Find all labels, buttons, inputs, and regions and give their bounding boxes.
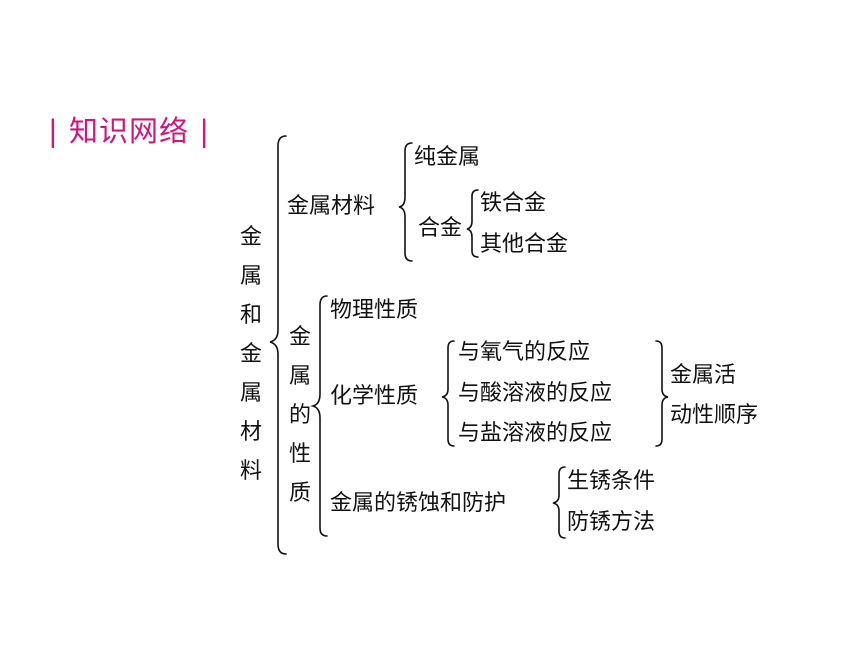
pure-metal-label: 纯金属 [414, 145, 481, 170]
chemical-item: 与氧气的反应 [458, 340, 591, 365]
chemical-item: 与酸溶液的反应 [458, 381, 613, 406]
property-label: 金属的性质 [288, 325, 311, 506]
alloy-brace [466, 189, 479, 258]
chemical-brace [441, 340, 455, 447]
alloy-label: 合金 [418, 216, 463, 241]
section-title: | 知识网络 | [48, 114, 210, 148]
corrosion-item: 生锈条件 [567, 469, 656, 494]
physical-property-label: 物理性质 [330, 298, 419, 323]
corrosion-label: 金属的锈蚀和防护 [330, 491, 507, 516]
corrosion-brace [552, 466, 566, 539]
activity-series-line1: 金属活 [670, 363, 737, 388]
chemical-property-label: 化学性质 [330, 384, 419, 409]
corrosion-item: 防锈方法 [567, 510, 656, 535]
property-brace [310, 295, 328, 537]
chemical-item: 与盐溶液的反应 [458, 421, 613, 446]
activity-brace [655, 340, 669, 447]
root-brace [269, 135, 287, 555]
alloy-item: 铁合金 [480, 191, 547, 216]
root-label: 金属和金属材料 [239, 225, 262, 484]
activity-series-line2: 动性顺序 [670, 403, 759, 428]
material-label: 金属材料 [287, 194, 376, 219]
material-brace [398, 142, 413, 262]
alloy-item: 其他合金 [480, 232, 569, 257]
